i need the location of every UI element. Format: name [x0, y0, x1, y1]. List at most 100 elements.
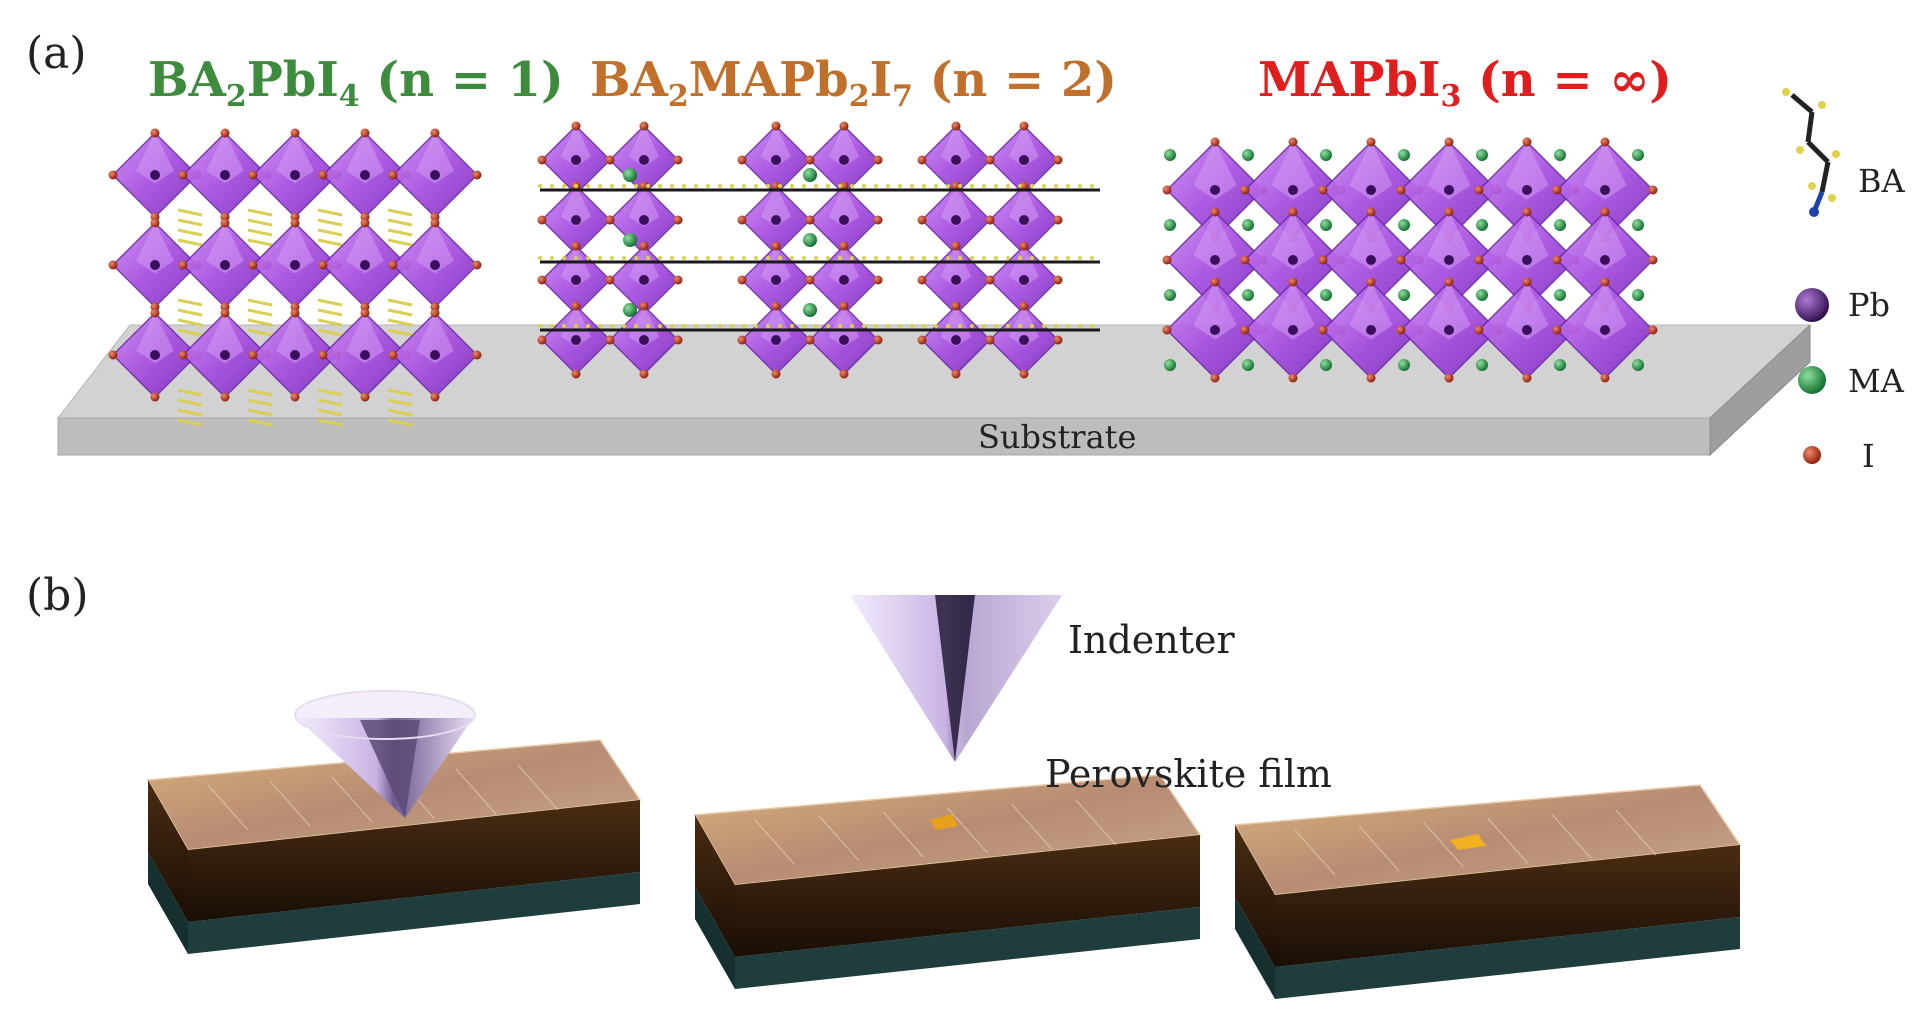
i-atom: [1162, 325, 1172, 335]
ba-chain: [247, 238, 273, 247]
i-atom: [150, 308, 160, 318]
pb-atom: [951, 215, 961, 225]
ba-chain: [247, 228, 273, 237]
i-atom: [605, 215, 615, 225]
i-atom: [605, 155, 615, 165]
h-atom: [766, 324, 770, 328]
ma-cation: [1632, 289, 1644, 301]
i-atom: [1366, 277, 1376, 287]
i-atom: [1210, 277, 1220, 287]
i-atom: [951, 301, 961, 311]
h-atom: [730, 256, 734, 260]
ma-cation: [1164, 219, 1176, 231]
i-atom: [1522, 137, 1532, 147]
panel-label-b: (b): [26, 570, 89, 621]
h-atom: [1054, 256, 1058, 260]
pb-atom: [1366, 255, 1376, 265]
grain-boundary: [947, 807, 988, 854]
pb-atom: [1210, 255, 1220, 265]
h-atom: [622, 256, 626, 260]
octahedron-facet: [940, 186, 972, 227]
i-atom: [1288, 207, 1298, 217]
octahedron-facet: [940, 306, 972, 347]
ma-cation: [1554, 359, 1566, 371]
h-atom: [1090, 324, 1094, 328]
i-atom: [839, 181, 849, 191]
ba-chain: [387, 418, 413, 427]
h-atom: [694, 256, 698, 260]
octahedron-facet: [760, 186, 792, 227]
ma-cation: [1476, 359, 1488, 371]
ba-chain: [387, 308, 413, 317]
h-atom: [538, 184, 542, 188]
h-atom: [958, 324, 962, 328]
octahedron-facet: [206, 223, 244, 274]
ma-cation: [623, 303, 637, 317]
octahedron-facet: [628, 126, 660, 167]
i-atom: [639, 181, 649, 191]
ba-chain: [247, 328, 273, 337]
pb-atom: [220, 260, 230, 270]
ba-chain: [247, 298, 273, 307]
i-atom: [1019, 301, 1029, 311]
title-subscript: 4: [338, 79, 360, 114]
octahedron-facet: [1349, 282, 1393, 340]
i-atom: [178, 260, 188, 270]
h-atom: [1054, 184, 1058, 188]
i-atom: [290, 392, 300, 402]
ma-cation: [1476, 149, 1488, 161]
i-atom: [1318, 325, 1328, 335]
i-atom: [150, 218, 160, 228]
i-atom: [360, 392, 370, 402]
i-atom: [1053, 335, 1063, 345]
film-front: [1275, 845, 1740, 967]
pb-atom: [1288, 325, 1298, 335]
h-atom: [886, 184, 890, 188]
i-atom: [605, 275, 615, 285]
ba-chain: [317, 228, 343, 237]
i-atom: [360, 218, 370, 228]
i-atom: [178, 170, 188, 180]
octahedron-facet: [1583, 282, 1627, 340]
h-atom: [658, 256, 662, 260]
h-atom: [610, 184, 614, 188]
h-atom: [586, 256, 590, 260]
h-atom: [922, 324, 926, 328]
i-atom: [472, 170, 482, 180]
perovskite-film-label: Perovskite film: [1045, 752, 1332, 796]
ba-chain: [387, 388, 413, 397]
h-atom: [838, 184, 842, 188]
i-atom: [1210, 207, 1220, 217]
ba-chain: [317, 398, 343, 407]
i-atom: [1210, 137, 1220, 147]
ma-cation: [1242, 289, 1254, 301]
i-atom: [1288, 277, 1298, 287]
i-atom: [571, 121, 581, 131]
structure-ba2pbi4: [108, 128, 482, 427]
ma-cation: [1242, 359, 1254, 371]
octahedron-facet: [136, 133, 174, 184]
i-atom: [639, 369, 649, 379]
i-atom: [178, 350, 188, 360]
octahedron-facet: [346, 223, 384, 274]
h-atom: [754, 324, 758, 328]
i-atom: [108, 350, 118, 360]
i-atom: [805, 335, 815, 345]
h-atom: [754, 184, 758, 188]
h-atom: [1018, 256, 1022, 260]
ma-cation: [1164, 289, 1176, 301]
i-atom: [917, 155, 927, 165]
h-atom: [790, 184, 794, 188]
pb-atom: [220, 350, 230, 360]
i-atom: [839, 301, 849, 311]
i-atom: [1053, 275, 1063, 285]
h-atom: [874, 256, 878, 260]
substrate-base-side: [1235, 897, 1275, 999]
h-atom: [718, 324, 722, 328]
i-atom: [220, 128, 230, 138]
ma-cation: [1554, 289, 1566, 301]
ma-cation: [1320, 359, 1332, 371]
octahedron-facet: [828, 186, 860, 227]
i-atom: [951, 121, 961, 131]
octahedron-facet: [1271, 282, 1315, 340]
